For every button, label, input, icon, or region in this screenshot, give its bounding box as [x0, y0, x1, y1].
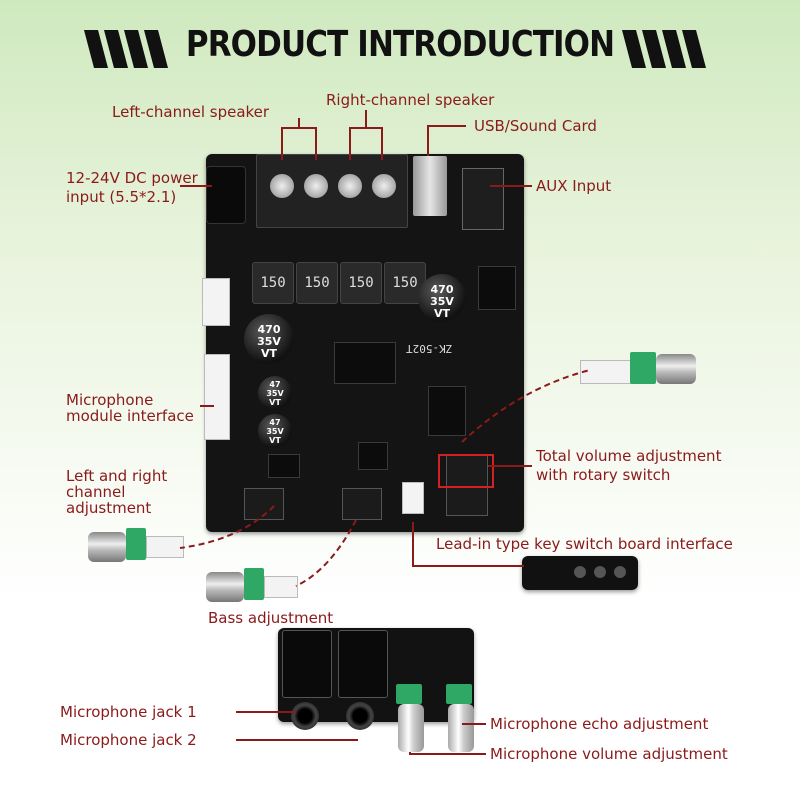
- dsp-chip: [428, 386, 466, 436]
- jack-hole: [291, 702, 319, 730]
- echo-pot: [396, 684, 422, 704]
- capacitor-text: 35V: [266, 427, 284, 436]
- lr-channel-header: [244, 488, 284, 520]
- key-button: [594, 566, 606, 578]
- capacitor-text: 470: [257, 323, 281, 336]
- label-total-volume-1: Total volume adjustment: [536, 447, 722, 465]
- dc-power-jack: [206, 166, 246, 224]
- volume-pot: [446, 684, 472, 704]
- label-bass: Bass adjustment: [208, 609, 334, 627]
- capacitor-text: VT: [269, 436, 281, 445]
- capacitor-470uf: 470 35V VT: [244, 314, 294, 364]
- mic-volume-knob: [398, 704, 424, 752]
- label-left-speaker: Left-channel speaker: [112, 103, 270, 121]
- label-mic-jack-1: Microphone jack 1: [60, 703, 197, 721]
- inductor: 150: [384, 262, 426, 304]
- label-usb: USB/Sound Card: [474, 117, 597, 135]
- label-mic-module-1: Microphone: [66, 391, 154, 409]
- pot-body: [244, 568, 264, 600]
- label-mic-echo: Microphone echo adjustment: [490, 715, 709, 733]
- capacitor-text: 35V: [257, 335, 281, 348]
- capacitor-text: 470: [430, 283, 454, 296]
- highlight-box: [438, 454, 494, 488]
- title-stripes-right: [622, 30, 706, 68]
- terminal-screw: [338, 174, 362, 198]
- jack-hole: [346, 702, 374, 730]
- microphone-module-connector: [204, 354, 230, 440]
- inductor: 150: [296, 262, 338, 304]
- capacitor-47uf: 47 35V VT: [258, 414, 292, 448]
- key-button: [574, 566, 586, 578]
- capacitor-text: 47: [269, 380, 281, 389]
- inductor: 150: [340, 262, 382, 304]
- label-mic-module-2: module interface: [66, 407, 194, 425]
- label-total-volume-2: with rotary switch: [536, 466, 671, 484]
- pot-body: [126, 528, 146, 560]
- total-volume-potentiometer: [580, 352, 710, 388]
- label-right-speaker: Right-channel speaker: [326, 91, 495, 109]
- label-mic-jack-2: Microphone jack 2: [60, 731, 197, 749]
- label-aux: AUX Input: [536, 177, 612, 195]
- label-dc-power-1: 12-24V DC power: [66, 169, 198, 187]
- label-lr-adjust-3: adjustment: [66, 499, 152, 517]
- capacitor-470uf: 470 35V VT: [418, 274, 466, 322]
- terminal-screw: [372, 174, 396, 198]
- amplifier-chip: [334, 342, 396, 384]
- mic-echo-knob: [448, 704, 474, 752]
- key-switch-connector: [402, 482, 424, 514]
- ic-chip: [358, 442, 388, 470]
- lr-channel-potentiometer: [88, 526, 184, 566]
- capacitor-text: 35V: [430, 295, 454, 308]
- label-lr-adjust-1: Left and right: [66, 467, 168, 485]
- bass-header: [342, 488, 382, 520]
- capacitor-text: 35V: [266, 389, 284, 398]
- capacitor-text: VT: [269, 398, 281, 407]
- terminal-screw: [304, 174, 328, 198]
- capacitor-47uf: 47 35V VT: [258, 376, 292, 410]
- usb-port: [413, 156, 447, 216]
- key-switch-board: [522, 556, 638, 590]
- pot-knob: [206, 572, 244, 602]
- capacitor-text: VT: [260, 347, 278, 360]
- label-dc-power-2: input (5.5*2.1): [66, 188, 177, 206]
- amplifier-board: 150 150 150 150 470 35V VT 470 35V VT 47…: [202, 154, 524, 532]
- power-connector: [202, 278, 230, 326]
- microphone-jack-2: [338, 630, 388, 698]
- regulator: [478, 266, 516, 310]
- inductor: 150: [252, 262, 294, 304]
- key-button: [614, 566, 626, 578]
- label-lr-adjust-2: channel: [66, 483, 126, 501]
- title-stripes-left: [84, 30, 168, 68]
- capacitor-text: VT: [433, 307, 451, 320]
- pot-knob: [88, 532, 126, 562]
- bass-potentiometer: [206, 566, 298, 606]
- microphone-jack-1: [282, 630, 332, 698]
- label-mic-volume: Microphone volume adjustment: [490, 745, 728, 763]
- terminal-screw: [270, 174, 294, 198]
- capacitor-text: 47: [269, 418, 281, 427]
- label-lead-in: Lead-in type key switch board interface: [436, 535, 733, 553]
- page-title: PRODUCT INTRODUCTION: [185, 24, 615, 65]
- pot-connector: [264, 576, 298, 598]
- pot-body: [630, 352, 656, 384]
- aux-input-header: [462, 168, 504, 230]
- ic-chip: [268, 454, 300, 478]
- total-volume-header: [446, 454, 488, 516]
- pot-knob: [656, 354, 696, 384]
